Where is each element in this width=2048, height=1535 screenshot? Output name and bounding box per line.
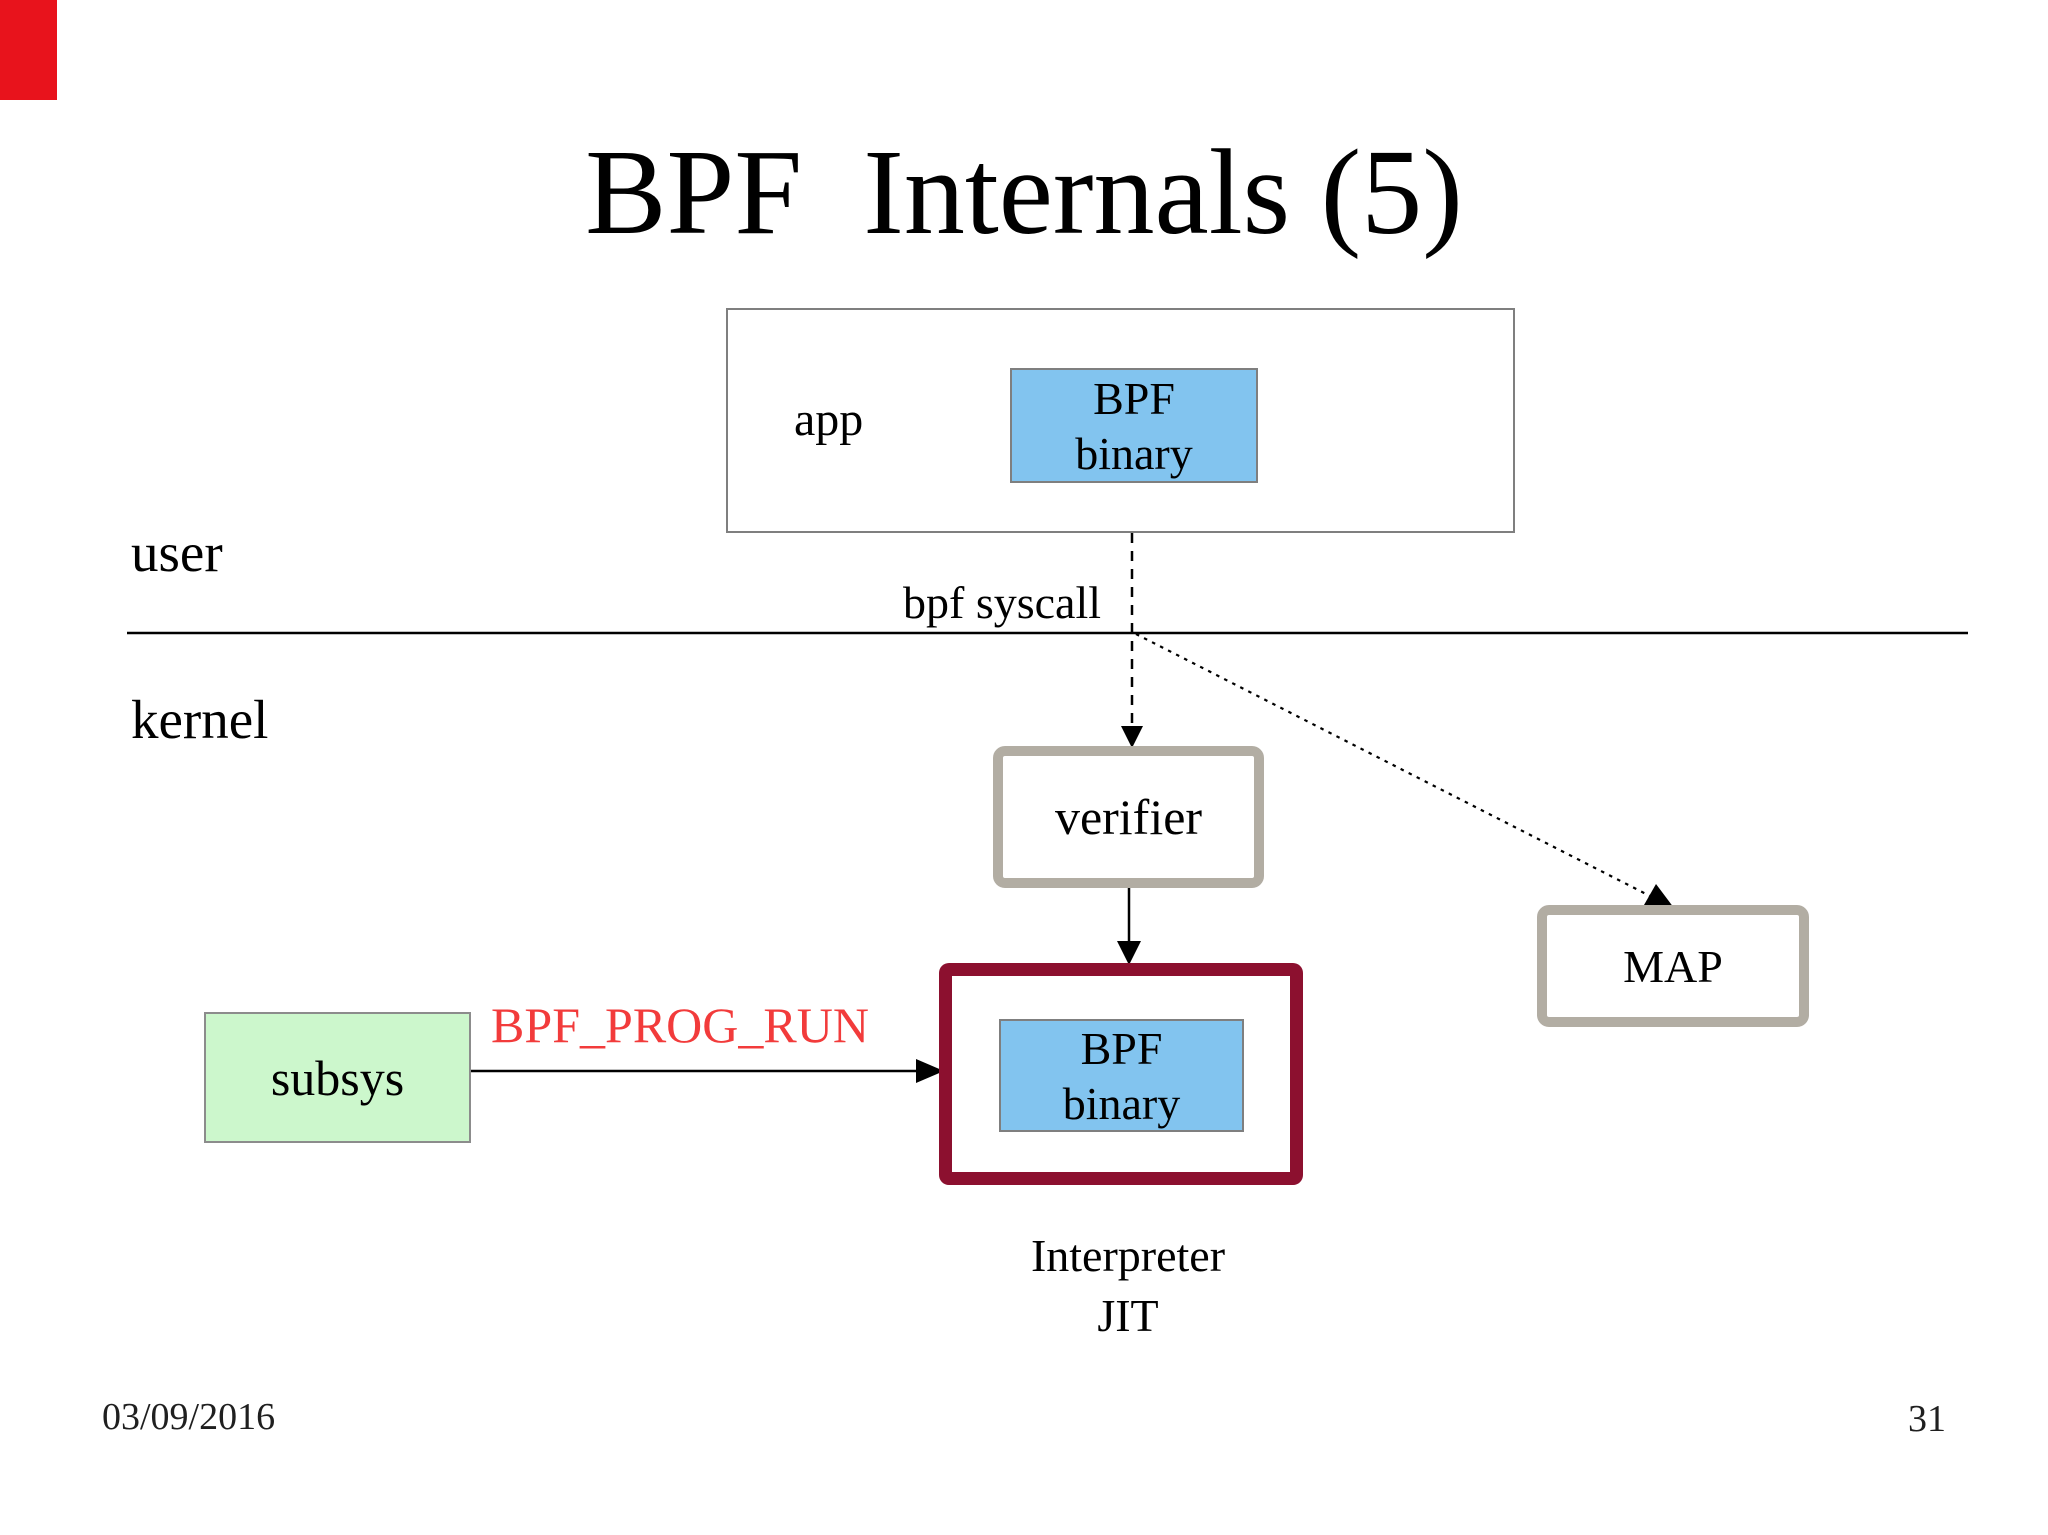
interpreter-jit-caption: Interpreter JIT [978, 1226, 1278, 1346]
bpf-binary-box-user: BPF binary [1010, 368, 1258, 483]
map-box: MAP [1537, 905, 1809, 1027]
verifier-box: verifier [993, 746, 1264, 888]
app-box-label: app [794, 393, 864, 446]
red-marker-bar [0, 0, 57, 100]
bpf-binary-line1: BPF [1093, 372, 1175, 424]
interpreter-caption-line1: Interpreter [1030, 1230, 1226, 1281]
bpf-binary-box-kernel: BPF binary [999, 1019, 1244, 1132]
syscall-arrowhead [1121, 726, 1143, 748]
interpreter-caption-line2: JIT [1097, 1290, 1159, 1341]
user-section-label: user [131, 522, 223, 583]
slide-page-number: 31 [1908, 1398, 1946, 1440]
verifier-to-interpreter-arrowhead [1117, 941, 1141, 965]
bpf-prog-run-label: BPF_PROG_RUN [491, 997, 869, 1053]
kernel-section-label: kernel [131, 689, 269, 750]
bpf-binary-line1: BPF [1080, 1022, 1163, 1074]
bpf-syscall-label: bpf syscall [903, 577, 1102, 628]
slide-date: 03/09/2016 [102, 1396, 276, 1438]
subsys-box: subsys [204, 1012, 471, 1143]
slide-title: BPF Internals (5) [585, 125, 1463, 260]
subsys-box-label: subsys [270, 1049, 405, 1106]
verifier-box-label: verifier [1054, 789, 1203, 845]
bpf-binary-line2: binary [1062, 1077, 1181, 1129]
bpf-binary-line2: binary [1075, 427, 1193, 479]
map-box-label: MAP [1623, 940, 1723, 992]
